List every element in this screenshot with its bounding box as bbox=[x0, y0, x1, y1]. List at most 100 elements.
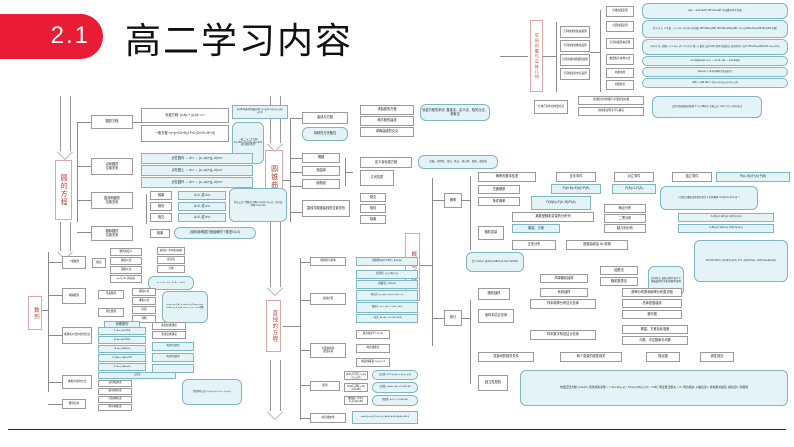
node-general-term-formula[interactable]: 通项公式 bbox=[110, 257, 142, 265]
node-point-point-distance-label[interactable]: 点点距: |P₁P₂|=√((x₂-x₁)²+(y₂-y₁)²) bbox=[344, 371, 368, 380]
node-systematic-sampling[interactable]: 系统抽样 bbox=[540, 288, 588, 297]
node-circle-general-eq[interactable]: 一般方程: x²+y²+Dx+Ey+F=0 (D²+E²-4F>0) bbox=[141, 125, 229, 142]
node-scatter-plot[interactable]: 散点图 bbox=[646, 352, 680, 362]
node-two-line-relation[interactable]: 平面内两条 直线关系 bbox=[310, 343, 346, 358]
node-solid-geometry-vector-method[interactable]: 立体几何中的向量方法 bbox=[534, 100, 568, 114]
node-two-lines-coincide[interactable]: 两直线重合 bbox=[356, 344, 390, 353]
node-line-circle-separate-cond[interactable]: Δ<0, 或 d>r bbox=[178, 191, 226, 200]
node-coplanar-vector-theorem[interactable]: 共面向量定理 bbox=[606, 21, 634, 32]
node-density-curve[interactable]: 总体密度曲线 bbox=[622, 299, 682, 308]
node-complementary-formula[interactable]: P(Ā)=1-P(A) bbox=[612, 184, 656, 194]
node-point-on-circle[interactable]: 点在圆上 ⇔ d=r ⇔ (x₀-a)²+(y₀-b)²=r² bbox=[141, 165, 253, 176]
node-geometric-sequence[interactable]: 等比数列 bbox=[98, 308, 124, 317]
node-conic-properties-note[interactable]: 范围、对称性、顶点、焦点、离心率、准线、渐近线 bbox=[418, 155, 498, 169]
node-random-number-table[interactable]: 随机数表法 bbox=[600, 277, 638, 286]
node-line-line-distance-formula[interactable]: 线线距: d=|C₁-C₂|/√(A²+B²) bbox=[372, 395, 418, 406]
node-line-equation-forms[interactable]: 直线方程 bbox=[310, 293, 346, 305]
node-normal-distribution[interactable]: 正态分布 bbox=[512, 240, 556, 250]
node-intercept-form[interactable]: 截距式: x/a + y/b = 1 (a≠0, b≠0) bbox=[356, 302, 418, 313]
node-numeric-feature-estimate[interactable]: 样本数字特征估计总体 bbox=[530, 330, 596, 340]
node-seq-method-1[interactable]: ① aₙ₊₁-aₙ=f(n) bbox=[98, 327, 146, 335]
node-vector-coordinate-op[interactable]: 空间向量的坐标运算 bbox=[560, 68, 590, 80]
node-probability-root[interactable]: 概率 bbox=[444, 193, 462, 208]
node-curve-and-equation[interactable]: 曲线与方程 bbox=[302, 112, 348, 124]
node-prob-basic-properties[interactable]: 概率的基本性质 bbox=[478, 172, 536, 182]
node-purity-completeness[interactable]: 纯粹性与完备性 bbox=[302, 127, 348, 141]
node-vector-angle[interactable]: 向量夹角 bbox=[606, 68, 634, 78]
node-independence-test[interactable]: 独立性检验 bbox=[478, 375, 508, 391]
node-circle-equation[interactable]: 圆的方程 bbox=[91, 115, 133, 129]
node-circle-circle-note[interactable]: (用利用两圆方程组解的个数是0/1/2) bbox=[174, 227, 256, 239]
node-classical-model[interactable]: 古典概型 bbox=[478, 185, 520, 194]
node-hyperbola[interactable]: 双曲线 bbox=[302, 166, 340, 176]
node-line-line-distance-label[interactable]: 线线距: d=|C₁-C₂|/√(A²+B²) bbox=[344, 396, 368, 405]
node-line-circle-relation[interactable]: 直线和圆的 位置关系 bbox=[91, 192, 133, 209]
node-sum-grouping[interactable]: 分组求和法 bbox=[98, 396, 132, 403]
node-vector-modulus[interactable]: 向量模长 bbox=[606, 80, 634, 90]
node-dot-product-angle[interactable]: 数量积与夹角公式 bbox=[606, 54, 634, 65]
node-two-point-distribution[interactable]: 两点分布 bbox=[604, 204, 646, 213]
node-locus-methods[interactable]: 轨迹方程的求法: 直接法、定义法、相关点法、参数法 bbox=[420, 104, 490, 121]
node-regression-formula-box[interactable]: 线性回归方程: ŷ=â+b̂x; 线性相关系数: r = Σ(xᵢ-x̄)(yᵢ… bbox=[520, 370, 788, 406]
node-binomial-formula[interactable]: X~B(n,p): E(X)=np, D(X)=np(1-p) bbox=[678, 224, 774, 233]
node-variable-correlation[interactable]: 变量间的相关关系 bbox=[478, 352, 534, 362]
node-seq-method-3[interactable]: ③ aₙ₊₁=paₙ+q bbox=[98, 345, 146, 353]
node-circle-diameter-eq[interactable]: 以AB为直径的圆方程: (x-x₁)(x-x₂)+(y-y₁)(y-y₂)=0 bbox=[232, 105, 288, 119]
node-statistics-root[interactable]: 统计 bbox=[444, 310, 462, 326]
node-def-standard-eq[interactable]: 定义及标准方程 bbox=[360, 157, 412, 168]
node-conditional-formula[interactable]: P(B|A)=P(A∩B)/P(A) bbox=[531, 196, 591, 210]
node-line-conic-relation[interactable]: 直线与圆锥曲线的位置关系 bbox=[302, 200, 350, 217]
node-dot-product-formula[interactable]: a·b=|a||b|cosθ; a⊥b ⇔ a·b=0; a∥b ⇔ a·b=±… bbox=[642, 56, 788, 66]
node-an-sn-relation[interactable]: aₙ 与 Sₙ 的关系 bbox=[110, 275, 142, 283]
node-recursive-formula[interactable]: 递推公式 bbox=[110, 266, 142, 274]
node-point-outside-circle[interactable]: 点在圆外 ⇔ d>r ⇔ (x₀-a)²+(y₀-b)²>r² bbox=[141, 177, 253, 188]
node-seq-method-2[interactable]: ② aₙ₊₁/aₙ=f(n) bbox=[98, 336, 146, 344]
node-linear-transform-formula[interactable]: 若 Y=aX+b, 则 E(Y)=aE(X)+b, D(Y)=a²D(X) bbox=[466, 252, 524, 272]
node-curve-intersection[interactable]: 求两曲线的交点 bbox=[360, 127, 414, 137]
node-slope-intercept-form[interactable]: 斜截式: y=kx+b bbox=[356, 280, 418, 289]
node-seq-result-3[interactable]: 构造等比数列 bbox=[152, 342, 194, 351]
node-hypergeometric-distribution[interactable]: 超几何分布 bbox=[604, 224, 646, 233]
node-point-circle-relation[interactable]: 点和圆的 位置关系 bbox=[91, 158, 133, 175]
node-direction-normal-vector[interactable]: 直线的方向向量与平面的法向量 bbox=[578, 96, 644, 105]
node-circle-circle-relation[interactable]: 圆和圆的 位置关系 bbox=[91, 226, 133, 241]
node-seq-prop-judge[interactable]: 判断 bbox=[132, 315, 156, 323]
node-conditional-probability[interactable]: 条件概率 bbox=[478, 197, 520, 206]
node-line-circle-tangent-cond[interactable]: Δ=0, 或 d=r bbox=[178, 202, 226, 211]
node-find-curve-equation[interactable]: 求曲线的方程 bbox=[360, 105, 414, 115]
node-basic-theorem-formula[interactable]: {a,b,c} 为一组基 ⇒ p = xa + yb + zc (x,y,z 唯… bbox=[642, 39, 788, 55]
node-two-point-formula[interactable]: X~B(1,p): E(X)=p, D(X)=p(1-p) bbox=[678, 213, 774, 222]
node-sum-telescoping[interactable]: 裂项相消法 bbox=[98, 388, 132, 395]
node-circle-circle-sub[interactable]: 相离 bbox=[150, 229, 170, 238]
node-bernoulli-formula[interactable]: n 次独立重复试验恰好发生 k 次的概率: Pₙ(k)=Cₙᵏpᵏ(1-p)ⁿ⁻… bbox=[660, 186, 758, 210]
node-random-variable[interactable]: 随机变量 bbox=[478, 226, 504, 240]
node-general-form[interactable]: 一般式: Ax+By+C=0 (A²+B²≠0) bbox=[356, 314, 418, 323]
node-line-circle-intersect[interactable]: 相交 bbox=[150, 213, 172, 222]
node-sequence-classification[interactable]: 分类 bbox=[157, 265, 185, 273]
node-sum-formula-method[interactable]: 公式法 bbox=[98, 372, 176, 379]
node-sum-methods[interactable]: 求和的常用方法 bbox=[62, 375, 92, 389]
node-mutually-exclusive[interactable]: 互斥事件 bbox=[556, 172, 596, 182]
node-slope-angle[interactable]: 倾斜角与斜率 bbox=[310, 257, 346, 266]
node-conic-separate[interactable]: 相离 bbox=[360, 215, 386, 224]
node-sequence-application[interactable]: 数列应用 bbox=[62, 399, 86, 409]
node-line-circle-separate[interactable]: 相离 bbox=[150, 191, 172, 200]
node-general-term-methods[interactable]: 求通项公式的常用方法 bbox=[62, 327, 92, 344]
node-stem-leaf-plot[interactable]: 茎叶图 bbox=[622, 310, 682, 319]
node-basic-theorem[interactable]: 空间向量基本定理 bbox=[606, 38, 634, 49]
node-discrete-distribution[interactable]: 离散型随机变量的分布列 bbox=[512, 212, 594, 222]
node-hypergeometric-formula[interactable]: P(X=k)=CMᵏC_{N-M}^{n-k}/C_N^n ; E(X)=Σxᵢ… bbox=[694, 240, 788, 282]
node-collinear-formula[interactable]: a∥b ⇔ a=λb (b≠0); OP=OA+tAB, t为实数(A,B,P共… bbox=[642, 3, 788, 19]
node-special-sequence[interactable]: 特殊数列 bbox=[62, 288, 86, 304]
node-distance-angle-formula[interactable]: 点到平面(直线)的距离 d = |n·AB|/|n|; 夹角公式: cosθ =… bbox=[652, 96, 762, 118]
node-point-inside-circle[interactable]: 点在圆内 ⇔ d<r ⇔ (x₀-a)²+(y₀-b)²<r² bbox=[141, 153, 253, 164]
node-seq-method-4[interactable]: ④ paₙ₊₁+qaₙ+r=0 bbox=[98, 354, 146, 362]
node-two-lines-parallel[interactable]: 两直线平行: k₁=k₂ bbox=[356, 330, 390, 339]
node-complementary-event[interactable]: 对立事件 bbox=[614, 172, 654, 182]
node-curve-of-two-equations[interactable]: 两方程的曲线 bbox=[360, 116, 414, 126]
node-seq-result-4[interactable]: 构造等差数列 bbox=[152, 353, 194, 362]
node-prove-parallel-perpendicular[interactable]: 用向量证明平行与垂直 bbox=[578, 107, 644, 116]
node-freq-table-histogram[interactable]: 频率分布表和频率分布直方图 bbox=[622, 288, 682, 297]
node-seq-prop-sum[interactable]: 求和公式 bbox=[132, 297, 156, 305]
node-sequence-representation[interactable]: 表示法 bbox=[157, 256, 185, 264]
